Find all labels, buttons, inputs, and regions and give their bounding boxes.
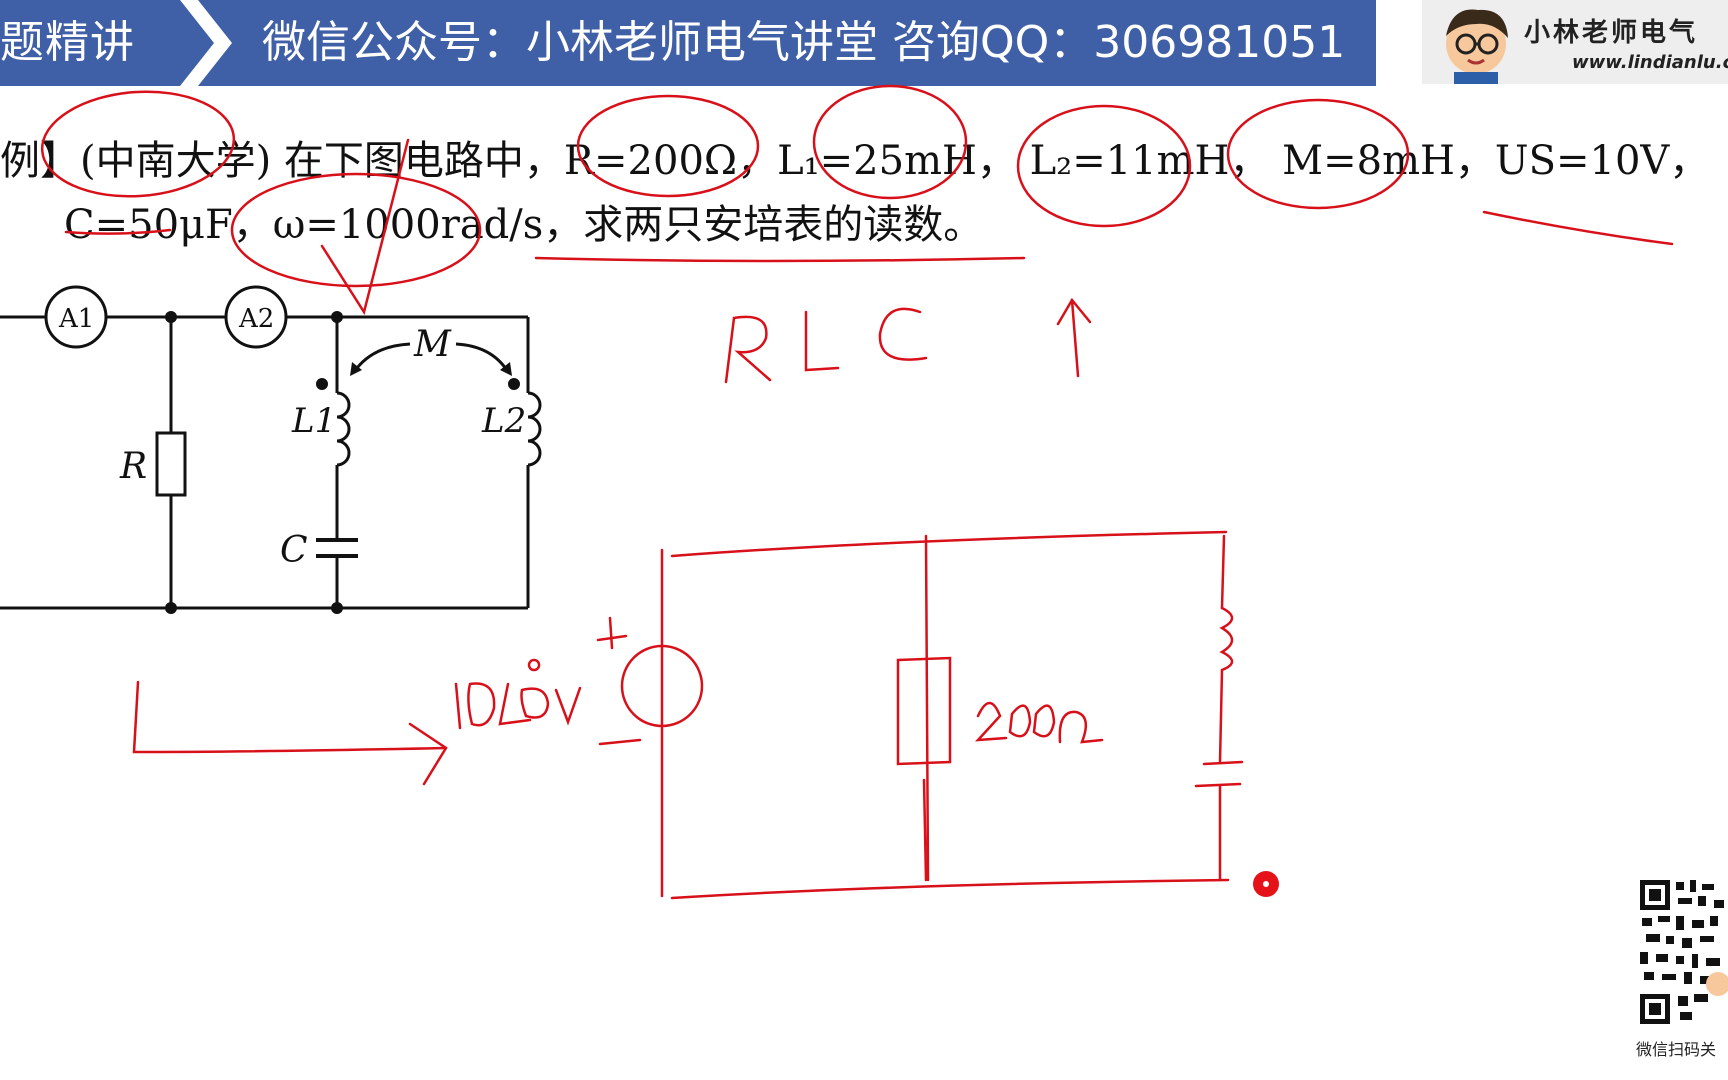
qr-caption: 微信扫码关 — [1636, 1040, 1717, 1059]
header-section-label: 题精讲 — [0, 17, 135, 68]
mutual-inductance-label: M — [413, 324, 452, 365]
problem-givens: (中南大学) 在下图电路中，R=200Ω，L₁=25mH， L₂=11mH， M… — [80, 138, 1710, 184]
red-ink-annotations — [40, 84, 1674, 900]
resistor-label: R — [119, 446, 147, 487]
teacher-avatar-icon — [1446, 9, 1508, 84]
chevron-right-icon — [180, 0, 232, 86]
header-bar: 题精讲 微信公众号：小林老师电气讲堂 咨询QQ：306981051 — [0, 0, 1376, 86]
problem-example-prefix: 例】 — [0, 138, 80, 184]
inductor2-label: L2 — [481, 401, 526, 441]
ammeter-a1-label: A1 — [58, 304, 94, 334]
ammeter-a2 — [224, 285, 288, 349]
ammeter-a2-label: A2 — [238, 304, 274, 334]
header-title: 微信公众号：小林老师电气讲堂 咨询QQ：306981051 — [262, 17, 1346, 68]
inductor1-label: L1 — [291, 401, 336, 441]
ammeter-a1 — [44, 285, 108, 349]
capacitor-label: C — [280, 530, 308, 571]
qr-code-icon — [1636, 876, 1728, 1032]
circuit-diagram — [0, 315, 542, 610]
plus-sign: + — [604, 650, 605, 653]
problem-line-1: 例】(中南大学) 在下图电路中，R=200Ω，L₁=25mH， L₂=11mH，… — [0, 128, 1709, 186]
brand-logo: 小林老师电气 www.lindianlu.c — [1422, 0, 1728, 84]
logo-url: www.lindianlu.c — [1572, 52, 1728, 73]
problem-line-2: C=50μF，ω=1000rad/s，求两只安培表的读数。 — [64, 202, 984, 248]
logo-text: 小林老师电气 — [1524, 18, 1699, 48]
